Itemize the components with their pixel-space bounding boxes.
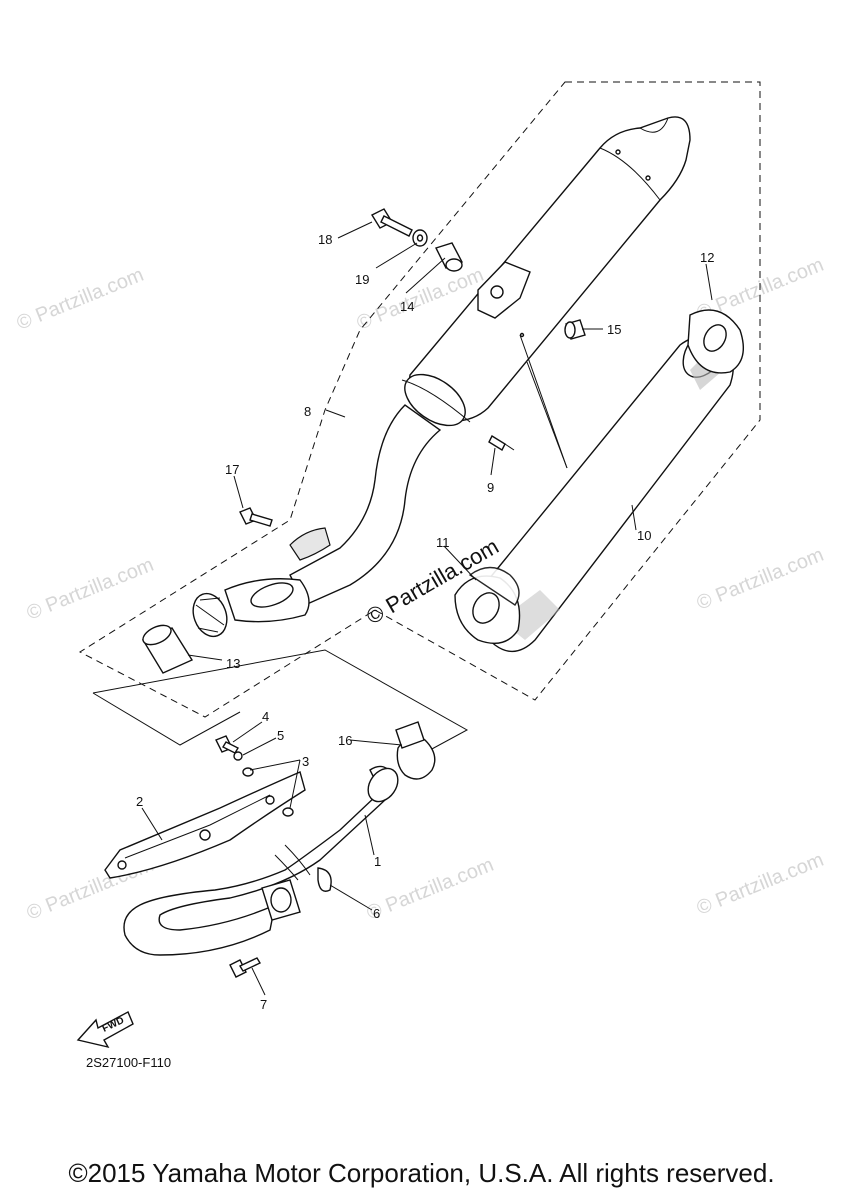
- watermark-faint: © Partzilla.com: [364, 854, 497, 925]
- end-plate-rear: [687, 309, 744, 374]
- callout-9: 9: [487, 480, 494, 495]
- muffler-assembly-outline: [78, 81, 761, 718]
- fwd-arrow-icon: FWD: [76, 1011, 134, 1049]
- end-plate-front: [454, 566, 521, 644]
- callout-16: 16: [338, 733, 352, 748]
- callout-11: 11: [436, 535, 450, 550]
- callout-15: 15: [607, 322, 621, 337]
- callout-6: 6: [373, 906, 380, 921]
- callout-12: 12: [700, 250, 714, 265]
- copyright-notice: ©2015 Yamaha Motor Corporation, U.S.A. A…: [68, 1158, 775, 1188]
- gasket-13: [141, 624, 194, 674]
- callout-5: 5: [277, 728, 284, 743]
- watermark-faint: © Partzilla.com: [694, 544, 827, 615]
- callout-7: 7: [260, 997, 267, 1012]
- callout-4: 4: [262, 709, 269, 724]
- collar-15: [564, 319, 586, 340]
- callout-19: 19: [355, 272, 369, 287]
- callout-10: 10: [637, 528, 651, 543]
- header-assembly-outline: [92, 649, 469, 751]
- clamp-16: [395, 721, 436, 780]
- callout-18: 18: [318, 232, 332, 247]
- bolt-17: [239, 507, 273, 527]
- callout-8: 8: [304, 404, 311, 419]
- bolt-18: [371, 208, 413, 237]
- watermark-faint: © Partzilla.com: [24, 554, 157, 625]
- callout-2: 2: [136, 794, 143, 809]
- gasket-6: [317, 867, 332, 892]
- washer-5: [233, 751, 243, 761]
- leader-lines: [141, 221, 713, 996]
- callout-3: 3: [302, 754, 309, 769]
- watermark-faint: © Partzilla.com: [14, 264, 147, 335]
- washer-19: [412, 229, 428, 247]
- callout-1: 1: [374, 854, 381, 869]
- collar-14: [435, 242, 463, 272]
- callout-labels: 1 2 3 4 5 6 7 8 9 10 11 12 13 14 15 16 1…: [136, 232, 714, 1012]
- watermark-faint: © Partzilla.com: [694, 849, 827, 920]
- bolt-4: [215, 735, 239, 754]
- callout-17: 17: [225, 462, 239, 477]
- screw-9: [488, 435, 515, 451]
- bolt-7: [229, 957, 261, 978]
- callout-13: 13: [226, 656, 240, 671]
- muffler-body: [192, 116, 691, 638]
- heat-protector-2: [104, 771, 306, 879]
- exhaust-pipe: [123, 765, 399, 956]
- callout-14: 14: [400, 299, 414, 314]
- diagram-code: 2S27100-F110: [86, 1055, 171, 1070]
